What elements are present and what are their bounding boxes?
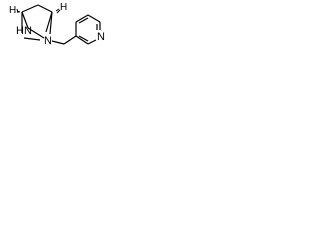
py-bond-2: [75, 14, 89, 23]
bicyclic-core: [21, 4, 77, 45]
py-bond-6: [75, 35, 89, 45]
bond-n2-c3: [23, 37, 41, 41]
bond-c1-c6: [21, 11, 29, 29]
amine-n-top-label: N: [24, 25, 32, 37]
pyridine-n-label: N: [97, 31, 105, 43]
bond-ch2-ring: [63, 35, 77, 45]
py-bond-5: [87, 39, 97, 45]
bond-c1-c7: [21, 4, 39, 13]
stereo-bonds: [16, 8, 61, 14]
stereo-hash-left-2: [16, 8, 19, 14]
amine-n-bottom-label: N: [44, 35, 52, 47]
py-bond-3: [87, 14, 101, 23]
bond-c7-c4: [37, 4, 53, 13]
stereo-hash-right-1: [55, 8, 60, 12]
pyridine-ring: [75, 14, 101, 45]
py-double-3: [78, 35, 89, 42]
bond-c6-n5: [27, 27, 45, 39]
stereo-hash-right-2: [56, 9, 61, 14]
chemical-structure-diagram: H H H N N N: [9, 2, 105, 47]
bond-c4-n5: [49, 11, 53, 35]
stereo-h-left-label: H: [9, 5, 16, 16]
bond-n5-ch2: [51, 40, 65, 45]
stereo-h-right-label: H: [60, 2, 67, 13]
bond-c4-c3: [45, 11, 53, 33]
amine-h-label: H: [16, 25, 24, 37]
py-double-1: [78, 17, 89, 24]
molecule-canvas: H H H N N N: [0, 0, 120, 68]
